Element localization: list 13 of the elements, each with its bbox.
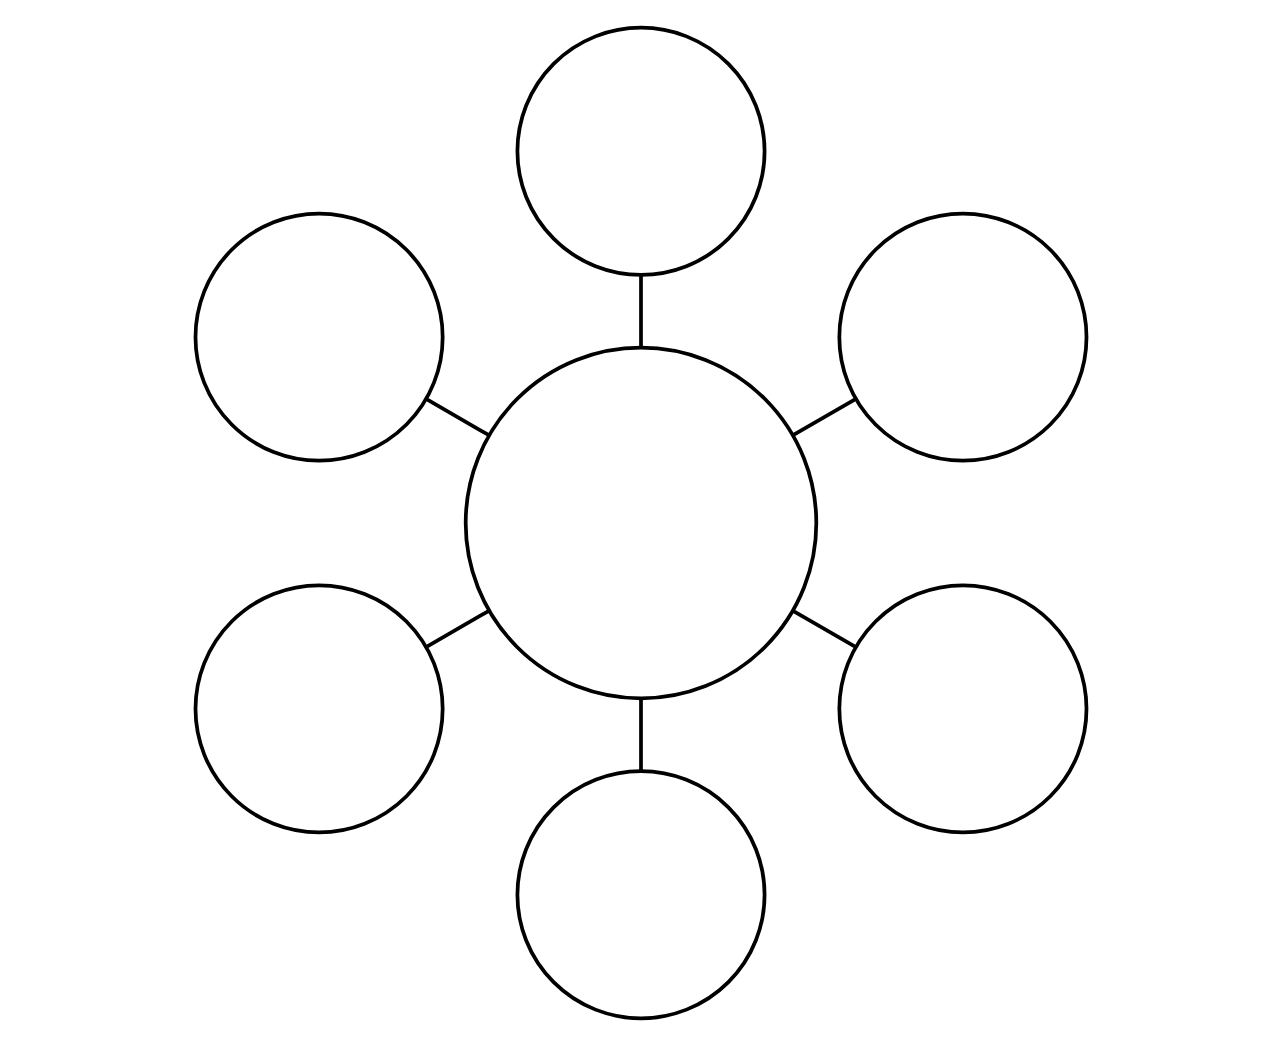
connector [638, 275, 642, 347]
node-circle [192, 583, 444, 835]
node-circle [836, 583, 1088, 835]
connector [791, 397, 855, 437]
node-circle [514, 769, 766, 1021]
connector [425, 397, 489, 437]
connector [791, 609, 855, 649]
node-circle [836, 211, 1088, 463]
node-circle [462, 345, 818, 701]
node-circle [514, 25, 766, 277]
connector [638, 699, 642, 771]
node-circle [192, 211, 444, 463]
connector [425, 609, 489, 649]
